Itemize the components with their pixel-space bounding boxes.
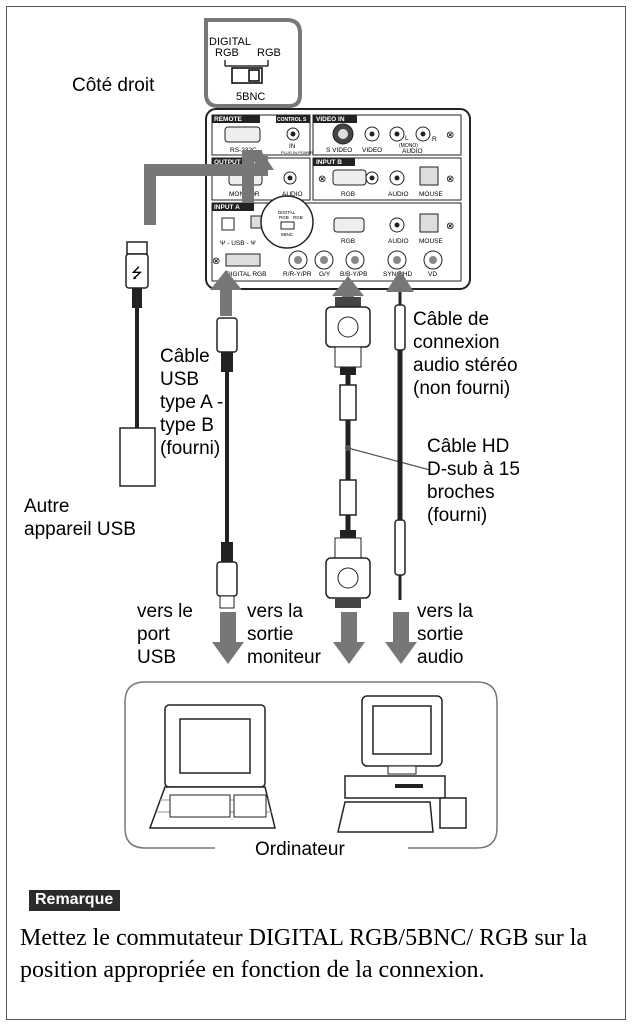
callout-digital-label: DIGITAL bbox=[209, 36, 251, 48]
svg-text:⊗: ⊗ bbox=[212, 256, 220, 267]
audio-cable bbox=[386, 270, 414, 600]
diagram-frame bbox=[6, 6, 626, 1020]
audio-plug-top-icon bbox=[394, 304, 406, 351]
input-a-audio-label: AUDIO bbox=[388, 238, 409, 245]
mono-label: (MONO) bbox=[399, 143, 418, 149]
input-b-mouse-label: MOUSE bbox=[419, 191, 444, 198]
svg-text:RGB: RGB bbox=[279, 215, 289, 220]
usb-label: Ψ - USB - Ψ bbox=[220, 240, 256, 247]
b-by-pb-label: B/B-Y/PB bbox=[340, 271, 367, 278]
svg-text:⊗: ⊗ bbox=[446, 174, 454, 185]
remarque-text: Mettez le commutateur DIGITAL RGB/5BNC/ … bbox=[20, 925, 588, 983]
s-video-label: S VIDEO bbox=[326, 147, 352, 154]
svg-text:⭍: ⭍ bbox=[131, 266, 143, 282]
input-a-mouse-label: MOUSE bbox=[419, 238, 444, 245]
remote-header: REMOTE bbox=[214, 116, 242, 123]
g-y-label: G/Y bbox=[319, 271, 331, 278]
usb-device-cable: ⭍ bbox=[119, 150, 274, 487]
desktop-icon bbox=[337, 695, 467, 833]
input-b-rgb-label: RGB bbox=[341, 191, 355, 198]
svg-text:5BNC: 5BNC bbox=[281, 232, 294, 237]
svg-text:⊗: ⊗ bbox=[446, 130, 454, 141]
audio-plug-bottom-icon bbox=[394, 519, 406, 576]
r-ry-pr-label: R/R-Y/PR bbox=[283, 271, 312, 278]
input-a-rgb-label: RGB bbox=[341, 238, 355, 245]
input-b-rgb-port bbox=[332, 169, 367, 186]
in-label: IN bbox=[289, 143, 296, 150]
callout-5bnc-label: 5BNC bbox=[236, 91, 265, 103]
side-label: Côté droit bbox=[72, 75, 155, 96]
hd-dsub-cable bbox=[325, 276, 431, 608]
laptop-icon bbox=[148, 704, 276, 829]
callout-rgb-right-label: RGB bbox=[257, 47, 281, 59]
down-arrows bbox=[212, 612, 417, 664]
input-a-header: INPUT A bbox=[214, 204, 240, 211]
usb-b-port bbox=[221, 217, 235, 231]
audio-r-label: R bbox=[432, 136, 437, 143]
svg-text:RGB: RGB bbox=[293, 215, 303, 220]
svg-text:DIGITAL: DIGITAL bbox=[278, 210, 296, 215]
input-a-rgb-port bbox=[333, 217, 365, 233]
usb-a-plug-bottom-icon bbox=[216, 561, 238, 597]
computer-box bbox=[124, 681, 498, 849]
vd-label: VD bbox=[428, 271, 437, 278]
projector-back-panel: REMOTE CONTROL S VIDEO IN RS-232C IN PLU… bbox=[205, 108, 471, 290]
input-b-header: INPUT B bbox=[316, 159, 342, 166]
output-audio-label: AUDIO bbox=[282, 191, 303, 198]
svg-text:⊗: ⊗ bbox=[318, 174, 326, 185]
video-label: VIDEO bbox=[362, 147, 382, 154]
digital-rgb-label: DIGITAL RGB bbox=[226, 271, 266, 278]
input-b-audio-label: AUDIO bbox=[388, 191, 409, 198]
output-header: OUTPUT bbox=[214, 159, 241, 166]
hd-cable-pointer bbox=[347, 447, 431, 471]
usb-ab-cable bbox=[210, 270, 242, 609]
input-a-mouse-port bbox=[419, 213, 439, 233]
remarque-badge: Remarque bbox=[29, 890, 121, 911]
control-s-header: CONTROL S bbox=[277, 117, 307, 123]
audio-label-row1: AUDIO bbox=[402, 148, 423, 155]
svg-text:⊗: ⊗ bbox=[446, 221, 454, 232]
digital-rgb-port bbox=[225, 253, 261, 267]
audio-l-label: L bbox=[405, 135, 409, 142]
input-b-mouse-port bbox=[419, 166, 439, 186]
rs232c-port bbox=[224, 126, 261, 143]
computer-label: Ordinateur bbox=[255, 839, 345, 860]
plug-in-power-label: PLUG IN POWER bbox=[281, 150, 313, 155]
video-in-header: VIDEO IN bbox=[316, 116, 345, 123]
callout-rgb-left-label: RGB bbox=[215, 47, 239, 59]
other-usb-device-icon bbox=[119, 427, 156, 487]
